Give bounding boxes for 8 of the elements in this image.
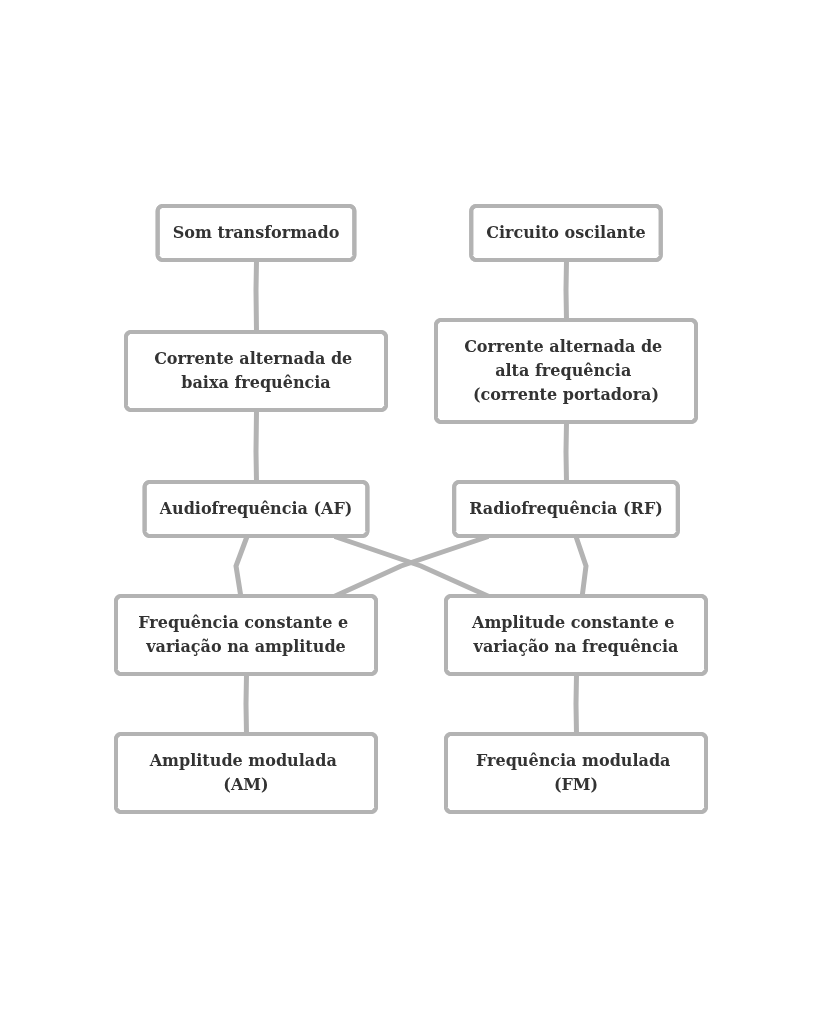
connector — [563, 260, 569, 321]
connector — [563, 422, 569, 483]
connector — [253, 410, 259, 483]
connector — [573, 674, 579, 735]
connector — [243, 674, 249, 735]
node-text: Corrente alternada de alta frequência (corrente portadora) — [463, 337, 662, 404]
connector — [253, 260, 259, 333]
node-text: Corrente alternada de baixa frequência — [153, 349, 352, 392]
